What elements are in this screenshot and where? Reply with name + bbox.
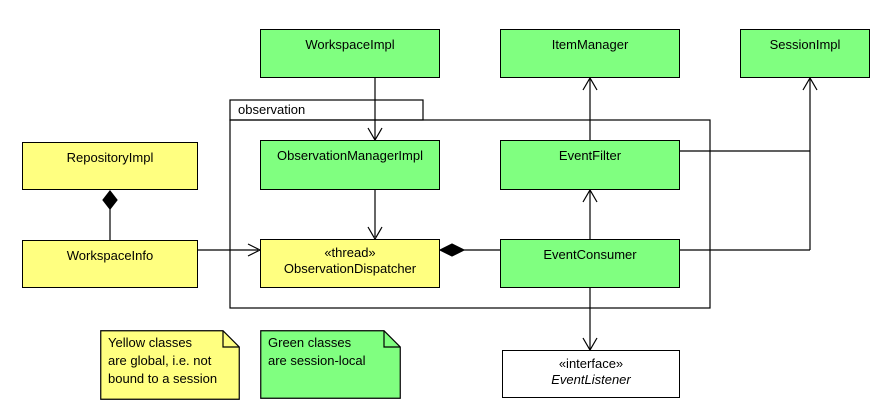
class-name: EventListener	[551, 372, 631, 387]
class-session-impl: SessionImpl	[740, 29, 870, 78]
edge-observationmanagerimpl-observationdispatcher	[367, 190, 383, 241]
class-workspace-impl: WorkspaceImpl	[260, 29, 440, 78]
note-yellow-text: Yellow classes are global, i.e. not boun…	[108, 334, 234, 388]
class-name: WorkspaceImpl	[305, 37, 395, 52]
class-event-consumer: EventConsumer	[500, 239, 680, 288]
class-name: EventFilter	[558, 148, 622, 163]
class-observation-manager-impl: ObservationManagerImpl	[260, 140, 440, 190]
edge-repositoryimpl-workspaceinfo-composition	[102, 190, 118, 240]
edge-observationdispatcher-eventconsumer-composition	[438, 243, 500, 257]
class-name: ObservationDispatcher	[283, 261, 417, 276]
class-name: WorkspaceInfo	[66, 248, 154, 263]
edge-eventfilter-itemmanager	[582, 76, 598, 140]
package-observation-label: observation	[238, 102, 306, 117]
edge-eventfilter-eventconsumer-sessionimpl	[680, 76, 818, 251]
class-event-listener: «interface» EventListener	[502, 350, 680, 398]
note-line: are session-local	[268, 353, 366, 368]
class-name: RepositoryImpl	[66, 150, 154, 165]
class-observation-dispatcher: «thread» ObservationDispatcher	[260, 239, 440, 288]
note-green-text: Green classes are session-local	[268, 334, 396, 370]
class-name: ObservationManagerImpl	[277, 148, 423, 163]
note-yellow-shape	[100, 330, 240, 400]
class-item-manager: ItemManager	[500, 29, 680, 78]
note-line: Yellow classes	[108, 335, 193, 350]
note-green-shape	[260, 330, 401, 399]
class-name: EventConsumer	[543, 247, 637, 262]
class-name: ItemManager	[551, 37, 629, 52]
class-stereotype: «interface»	[558, 356, 624, 371]
class-repository-impl: RepositoryImpl	[22, 142, 198, 190]
class-event-filter: EventFilter	[500, 140, 680, 190]
note-line: Green classes	[268, 335, 352, 350]
class-name: SessionImpl	[769, 37, 841, 52]
edge-eventconsumer-eventfilter	[582, 188, 598, 239]
class-workspace-info: WorkspaceInfo	[22, 240, 198, 288]
note-line: bound to a session	[108, 371, 218, 386]
edge-workspaceinfo-observationdispatcher	[198, 243, 262, 257]
note-line: are global, i.e. not	[108, 353, 212, 368]
edge-eventconsumer-eventlistener	[582, 288, 598, 352]
class-stereotype: «thread»	[324, 245, 376, 260]
